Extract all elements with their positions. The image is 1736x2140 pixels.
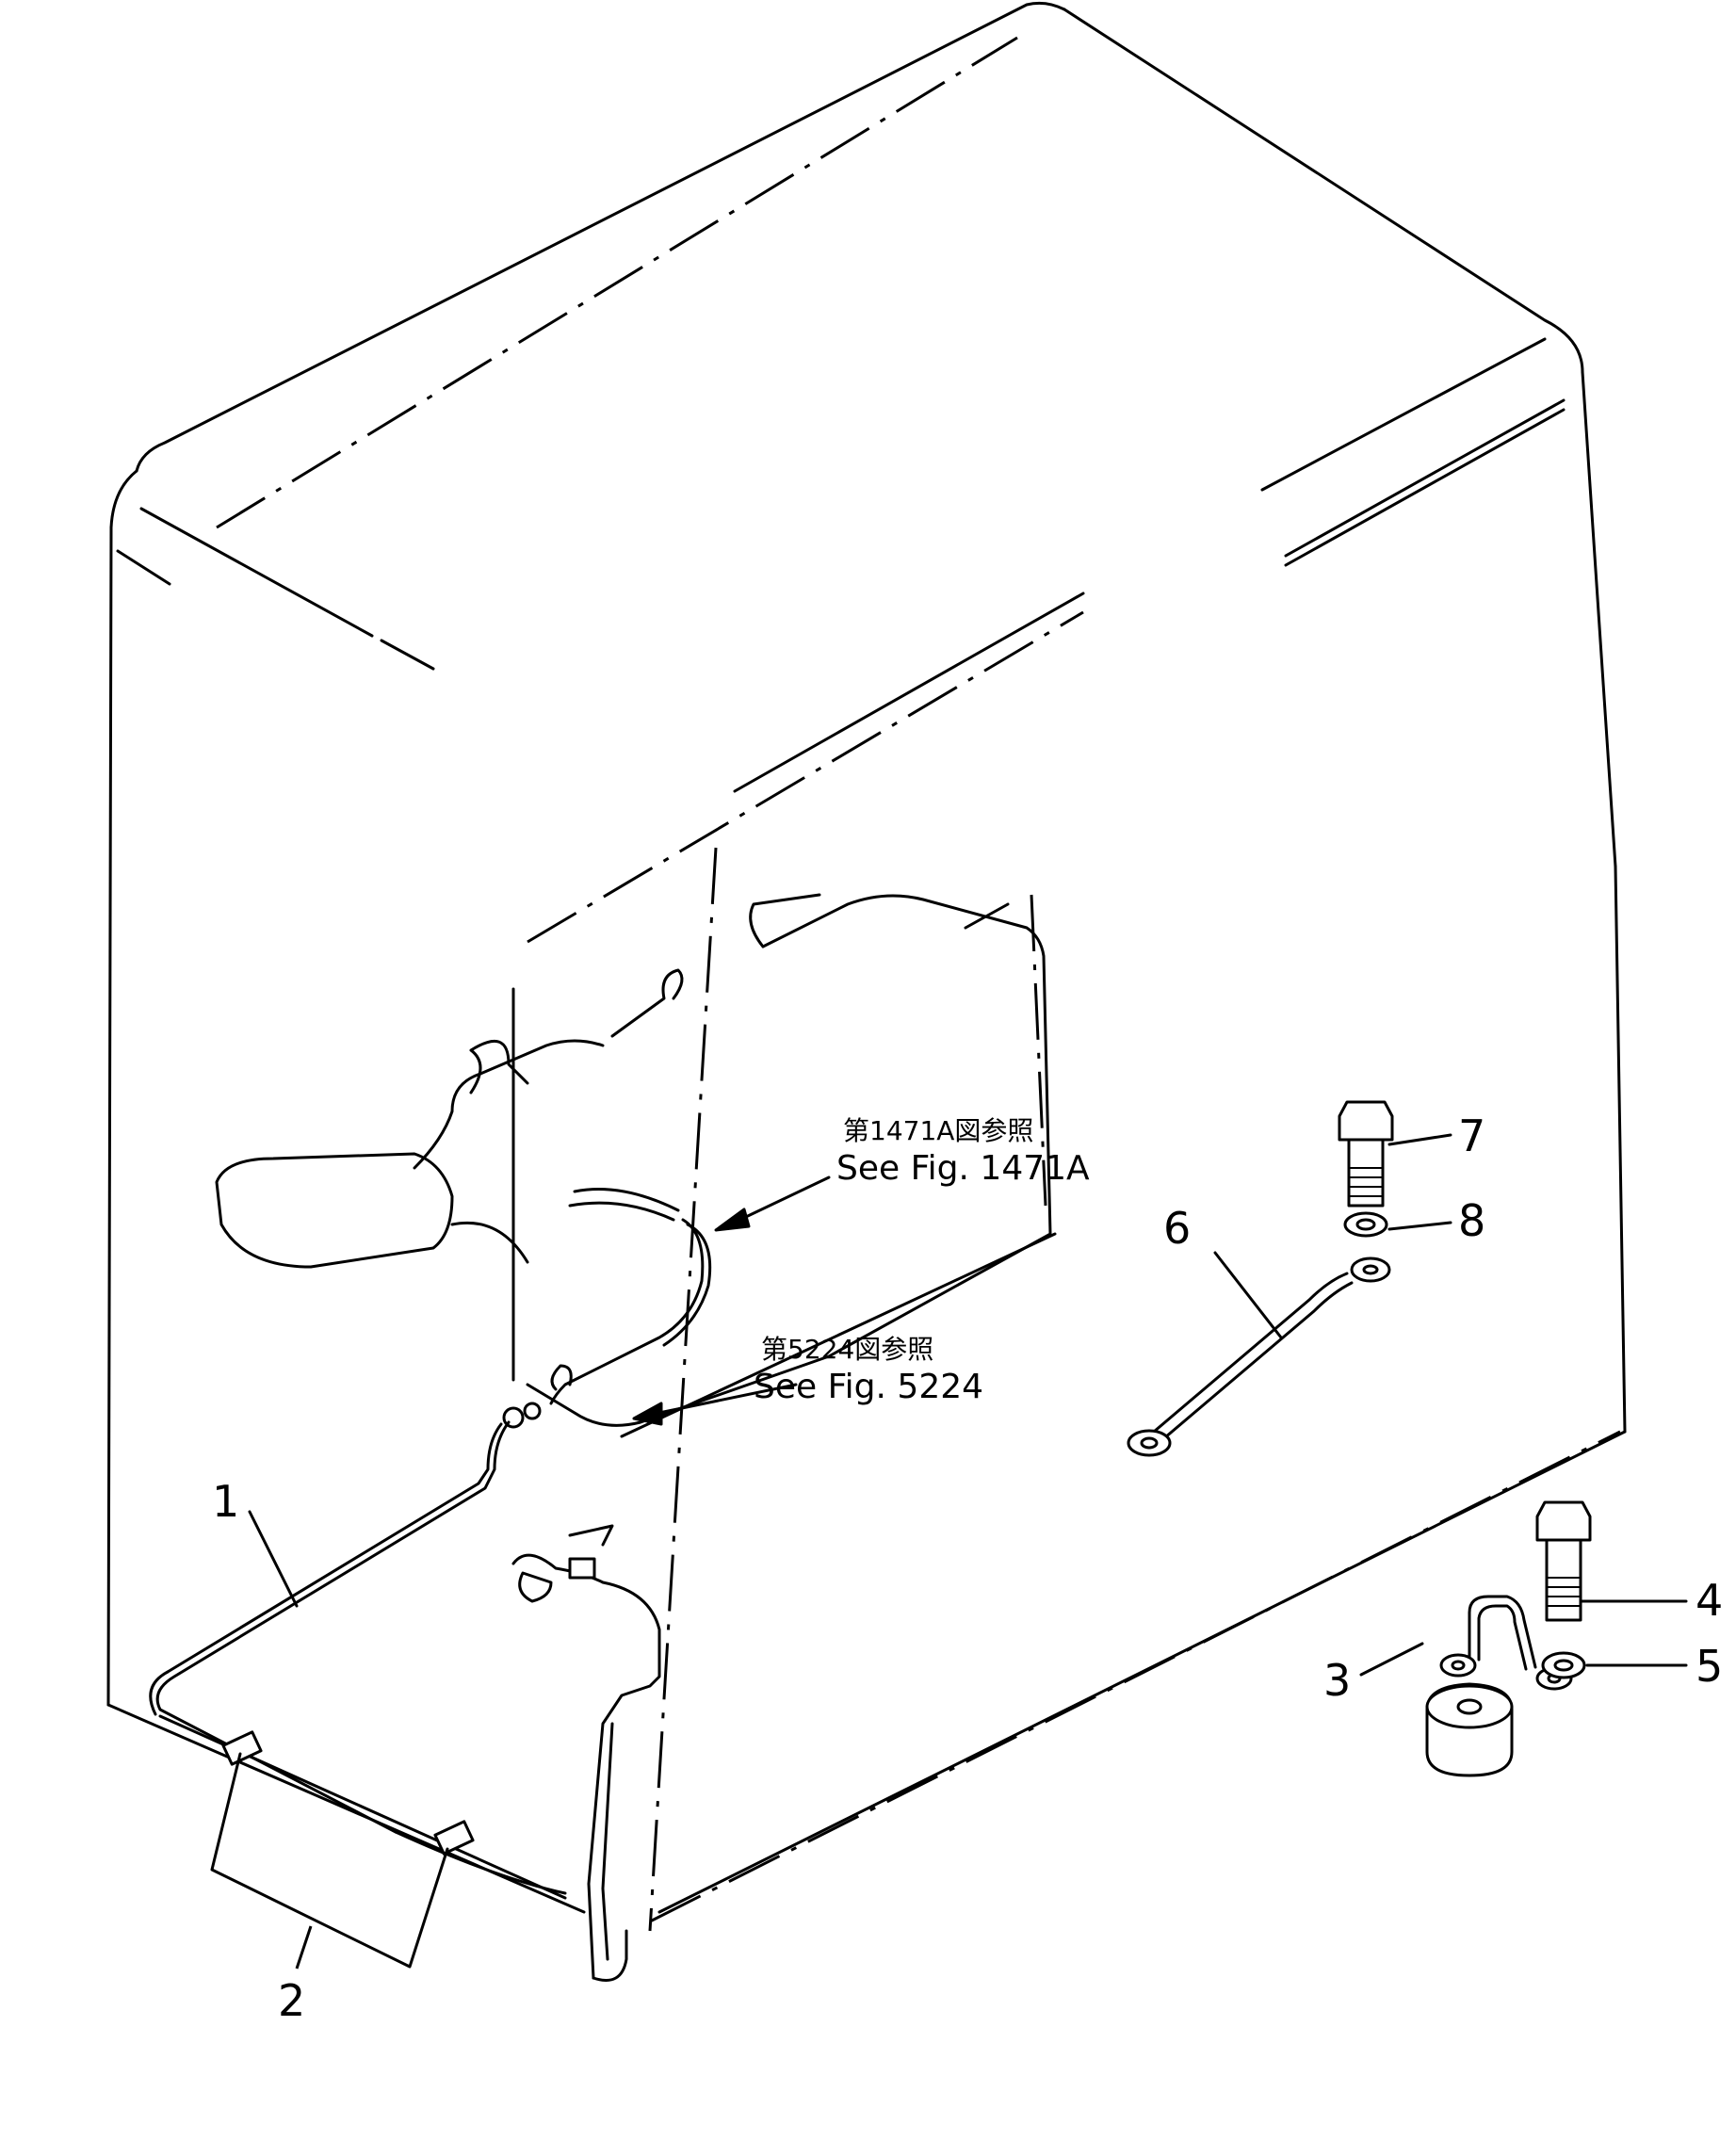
callout-5: 5 xyxy=(1695,1641,1723,1692)
lockwasher-item5 xyxy=(1541,1651,1586,1679)
grounding-boss xyxy=(1425,1682,1514,1777)
callout-4: 4 xyxy=(1695,1575,1723,1626)
callout-1: 1 xyxy=(212,1476,239,1527)
callout-7: 7 xyxy=(1458,1111,1485,1161)
callout-2: 2 xyxy=(278,1975,305,2026)
ref-1471a-en: See Fig. 1471A xyxy=(836,1149,1090,1188)
callout-labels: 1 2 3 4 5 6 7 8 xyxy=(212,1111,1723,2026)
seat-unit xyxy=(215,893,1057,1438)
clip-b xyxy=(433,1820,475,1856)
ref-5224-jp: 第5224図参照 xyxy=(761,1334,933,1365)
clip-a xyxy=(221,1730,263,1766)
washer-item8 xyxy=(1343,1211,1388,1238)
ref-5224-en: See Fig. 5224 xyxy=(754,1368,983,1406)
callout-6: 6 xyxy=(1163,1203,1191,1254)
cab-housing-outline xyxy=(106,1,1627,1932)
reference-notes: 第1471A図参照 See Fig. 1471A 第5224図参照 See Fi… xyxy=(754,1115,1090,1406)
wiring-harness xyxy=(149,1218,712,1982)
bolt-item4 xyxy=(1535,1500,1592,1622)
callout-3: 3 xyxy=(1323,1655,1351,1706)
bolt-item7 xyxy=(1338,1100,1394,1208)
ref-1471a-jp: 第1471A図参照 xyxy=(843,1115,1033,1146)
ground-cable-item6 xyxy=(1127,1256,1391,1457)
leader-lines xyxy=(210,1133,1688,1970)
callout-8: 8 xyxy=(1458,1195,1485,1246)
connector-a xyxy=(568,1557,596,1580)
